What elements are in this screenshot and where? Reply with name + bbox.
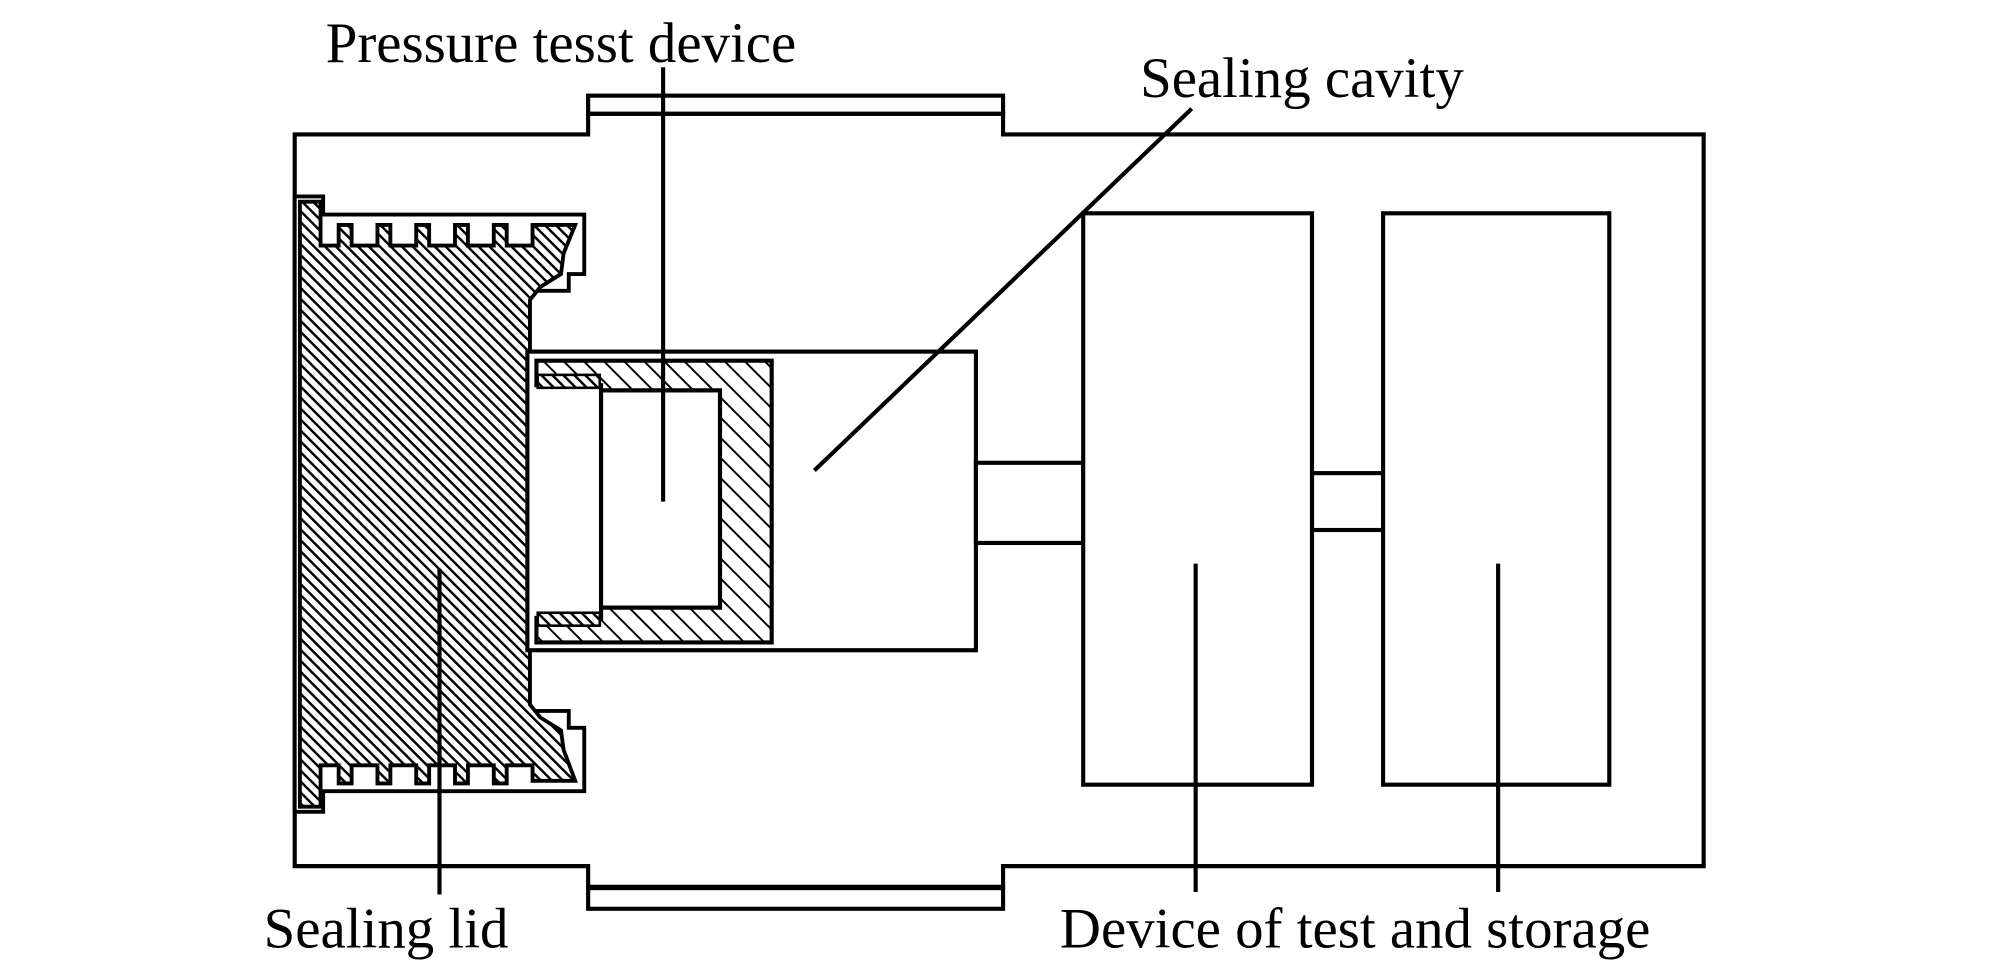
- channel-1: [973, 460, 1086, 546]
- leader-sealing-cavity: [812, 107, 1194, 473]
- label-sealing-cavity: Sealing cavity: [1140, 47, 1464, 110]
- pressure-test-device: [534, 358, 774, 645]
- flange-ring-bottom: [586, 886, 1006, 911]
- label-sealing-lid: Sealing lid: [264, 898, 509, 961]
- label-pressure-test-device: Pressure tesst device: [326, 12, 797, 75]
- flange-ring-top: [586, 93, 1006, 116]
- label-device-test-storage: Device of test and storage: [1060, 898, 1650, 961]
- channel-2: [1309, 471, 1386, 533]
